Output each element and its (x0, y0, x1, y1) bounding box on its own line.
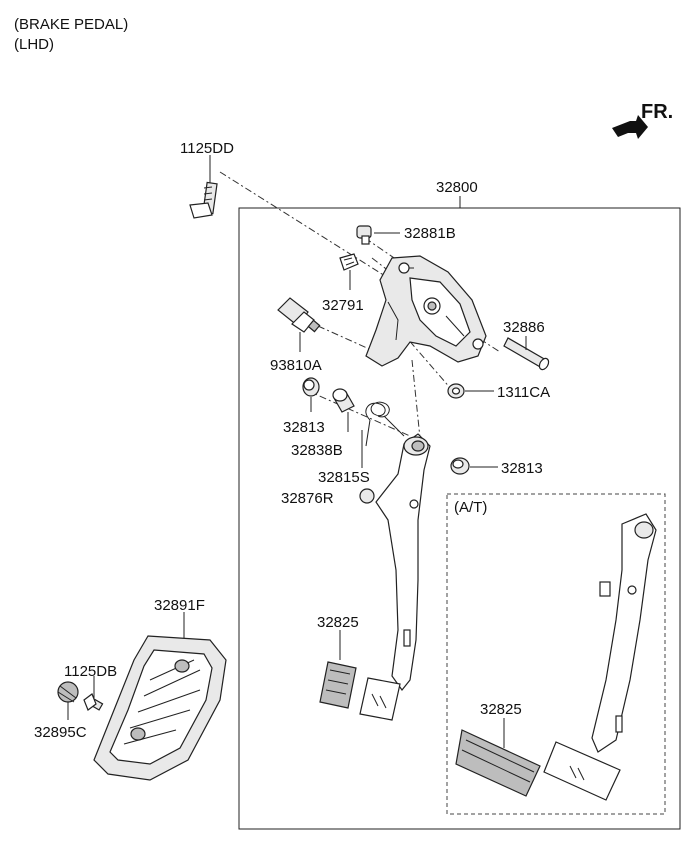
stopper-32876r-part (359, 488, 375, 504)
label-32838b: 32838B (291, 442, 343, 459)
label-32825: 32825 (317, 614, 359, 631)
label-1311ca: 1311CA (497, 384, 550, 401)
front-direction-arrow-icon (612, 115, 648, 139)
label-32813-left: 32813 (283, 419, 325, 436)
label-1125db: 1125DB (64, 663, 117, 680)
front-direction-label: FR. (641, 101, 673, 123)
label-32891f: 32891F (154, 597, 205, 614)
at-brake-pedal-arm-part (591, 513, 657, 753)
clip-32791-part (339, 253, 359, 271)
brake-pedal-arm-part (375, 433, 431, 691)
label-93810a: 93810A (270, 357, 322, 374)
pedal-pad-32825-part (319, 661, 401, 721)
cap-32895c-part (57, 681, 79, 703)
pedal-cover-32891f-part (93, 635, 227, 781)
at-variant-frame (446, 493, 666, 815)
nut-1311ca-part (447, 383, 465, 399)
diagram-subtitle: (LHD) (14, 36, 54, 53)
label-at: (A/T) (454, 499, 487, 516)
sleeve-32838b-part (332, 388, 355, 413)
pin-32886-part (503, 337, 550, 371)
label-32876r: 32876R (281, 490, 334, 507)
label-1125dd: 1125DD (180, 140, 234, 157)
label-32895c: 32895C (34, 724, 87, 741)
label-32886: 32886 (503, 319, 545, 336)
nut-32881b-part (356, 225, 372, 245)
return-spring-32815s-part (365, 401, 405, 447)
label-32881b: 32881B (404, 225, 456, 242)
bushing-32813-left-part (302, 377, 320, 397)
label-assembly-32800: 32800 (436, 179, 478, 196)
bushing-32813-right-part (450, 457, 470, 475)
label-32791: 32791 (322, 297, 364, 314)
label-32825-at: 32825 (480, 701, 522, 718)
diagram-title: (BRAKE PEDAL) (14, 16, 129, 33)
label-32813-right: 32813 (501, 460, 543, 477)
pedal-bracket-part (365, 255, 487, 367)
label-32815s: 32815S (318, 469, 370, 486)
bolt-1125db-part (83, 693, 104, 711)
at-pedal-pad-32825-part (455, 729, 621, 801)
bolt-1125dd-part (189, 181, 218, 219)
stop-lamp-switch-93810a-part (277, 297, 321, 333)
